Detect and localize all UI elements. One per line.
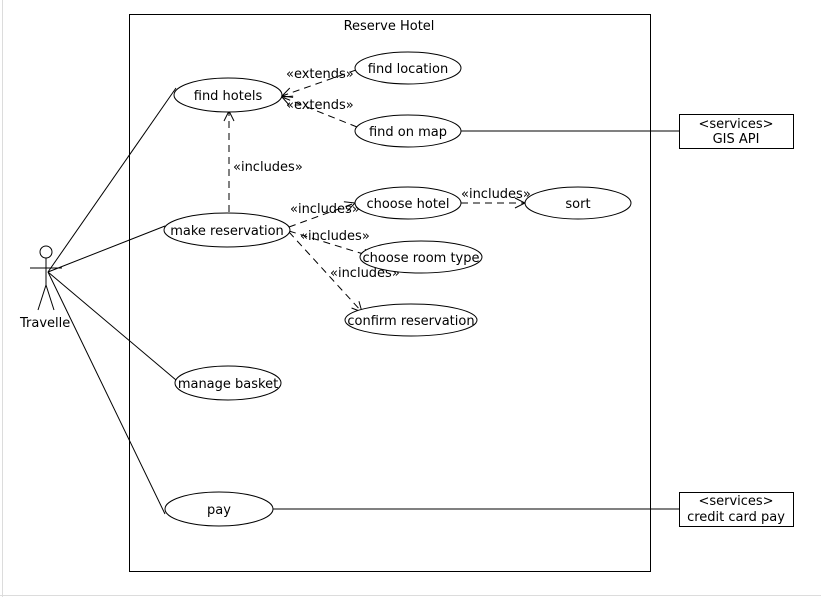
service-stereotype: <services> [698,117,773,132]
use-case-choose-hotel[interactable]: choose hotel [354,186,462,220]
includes-arrow-choose-room-type [288,230,373,257]
service-stereotype: <services> [698,494,773,509]
use-case-find-location[interactable]: find location [354,51,462,85]
actor-stick-figure[interactable] [30,245,62,311]
extends-arrow-find-on-map [282,97,358,128]
service-name: credit card pay [687,510,785,525]
system-boundary [129,14,651,572]
use-case-label: find location [368,62,448,77]
use-case-make-reservation[interactable]: make reservation [163,212,291,248]
association-actor-find-hotels [47,87,177,273]
use-case-label: pay [207,503,231,518]
extends-arrow-find-location [282,69,357,96]
use-case-find-on-map[interactable]: find on map [354,114,462,148]
service-credit-card-pay[interactable]: <services> credit card pay [679,492,794,527]
canvas-left-border [2,0,3,597]
includes-label-sort: «includes» [461,187,531,202]
actor-right-leg [45,284,55,311]
use-case-confirm-reservation[interactable]: confirm reservation [344,303,478,337]
association-actor-manage-basket [47,271,177,381]
use-case-pay[interactable]: pay [164,491,274,527]
use-case-label: find on map [369,125,447,140]
service-name: GIS API [713,132,760,147]
includes-label-choose-room-type: «includes» [300,229,370,244]
use-case-label: make reservation [170,224,284,239]
use-case-label: find hotels [194,89,263,104]
use-case-choose-room-type[interactable]: choose room type [359,240,483,274]
actor-left-leg [37,284,47,311]
use-case-label: manage basket [178,377,278,392]
use-case-sort[interactable]: sort [524,186,632,220]
extends-label-find-location: «extends» [286,67,354,82]
includes-label-choose-hotel: «includes» [290,202,360,217]
includes-arrow-confirm-reservation [288,231,362,312]
actor-head [39,245,53,259]
extends-label-find-on-map: «extends» [286,98,354,113]
use-case-manage-basket[interactable]: manage basket [174,365,282,401]
use-case-label: choose hotel [366,197,449,212]
system-title: Reserve Hotel [344,19,435,34]
use-case-label: confirm reservation [347,314,474,329]
actor-name: Travelle [19,316,70,331]
use-case-label: sort [565,197,590,212]
service-gis-api[interactable]: <services> GIS API [679,114,794,149]
association-actor-pay [47,271,166,515]
includes-label-find-hotels: «includes» [233,160,303,175]
canvas-bottom-border [0,595,821,596]
use-case-find-hotels[interactable]: find hotels [173,77,283,113]
association-actor-make-reservation [47,225,166,273]
use-case-label: choose room type [363,251,480,266]
